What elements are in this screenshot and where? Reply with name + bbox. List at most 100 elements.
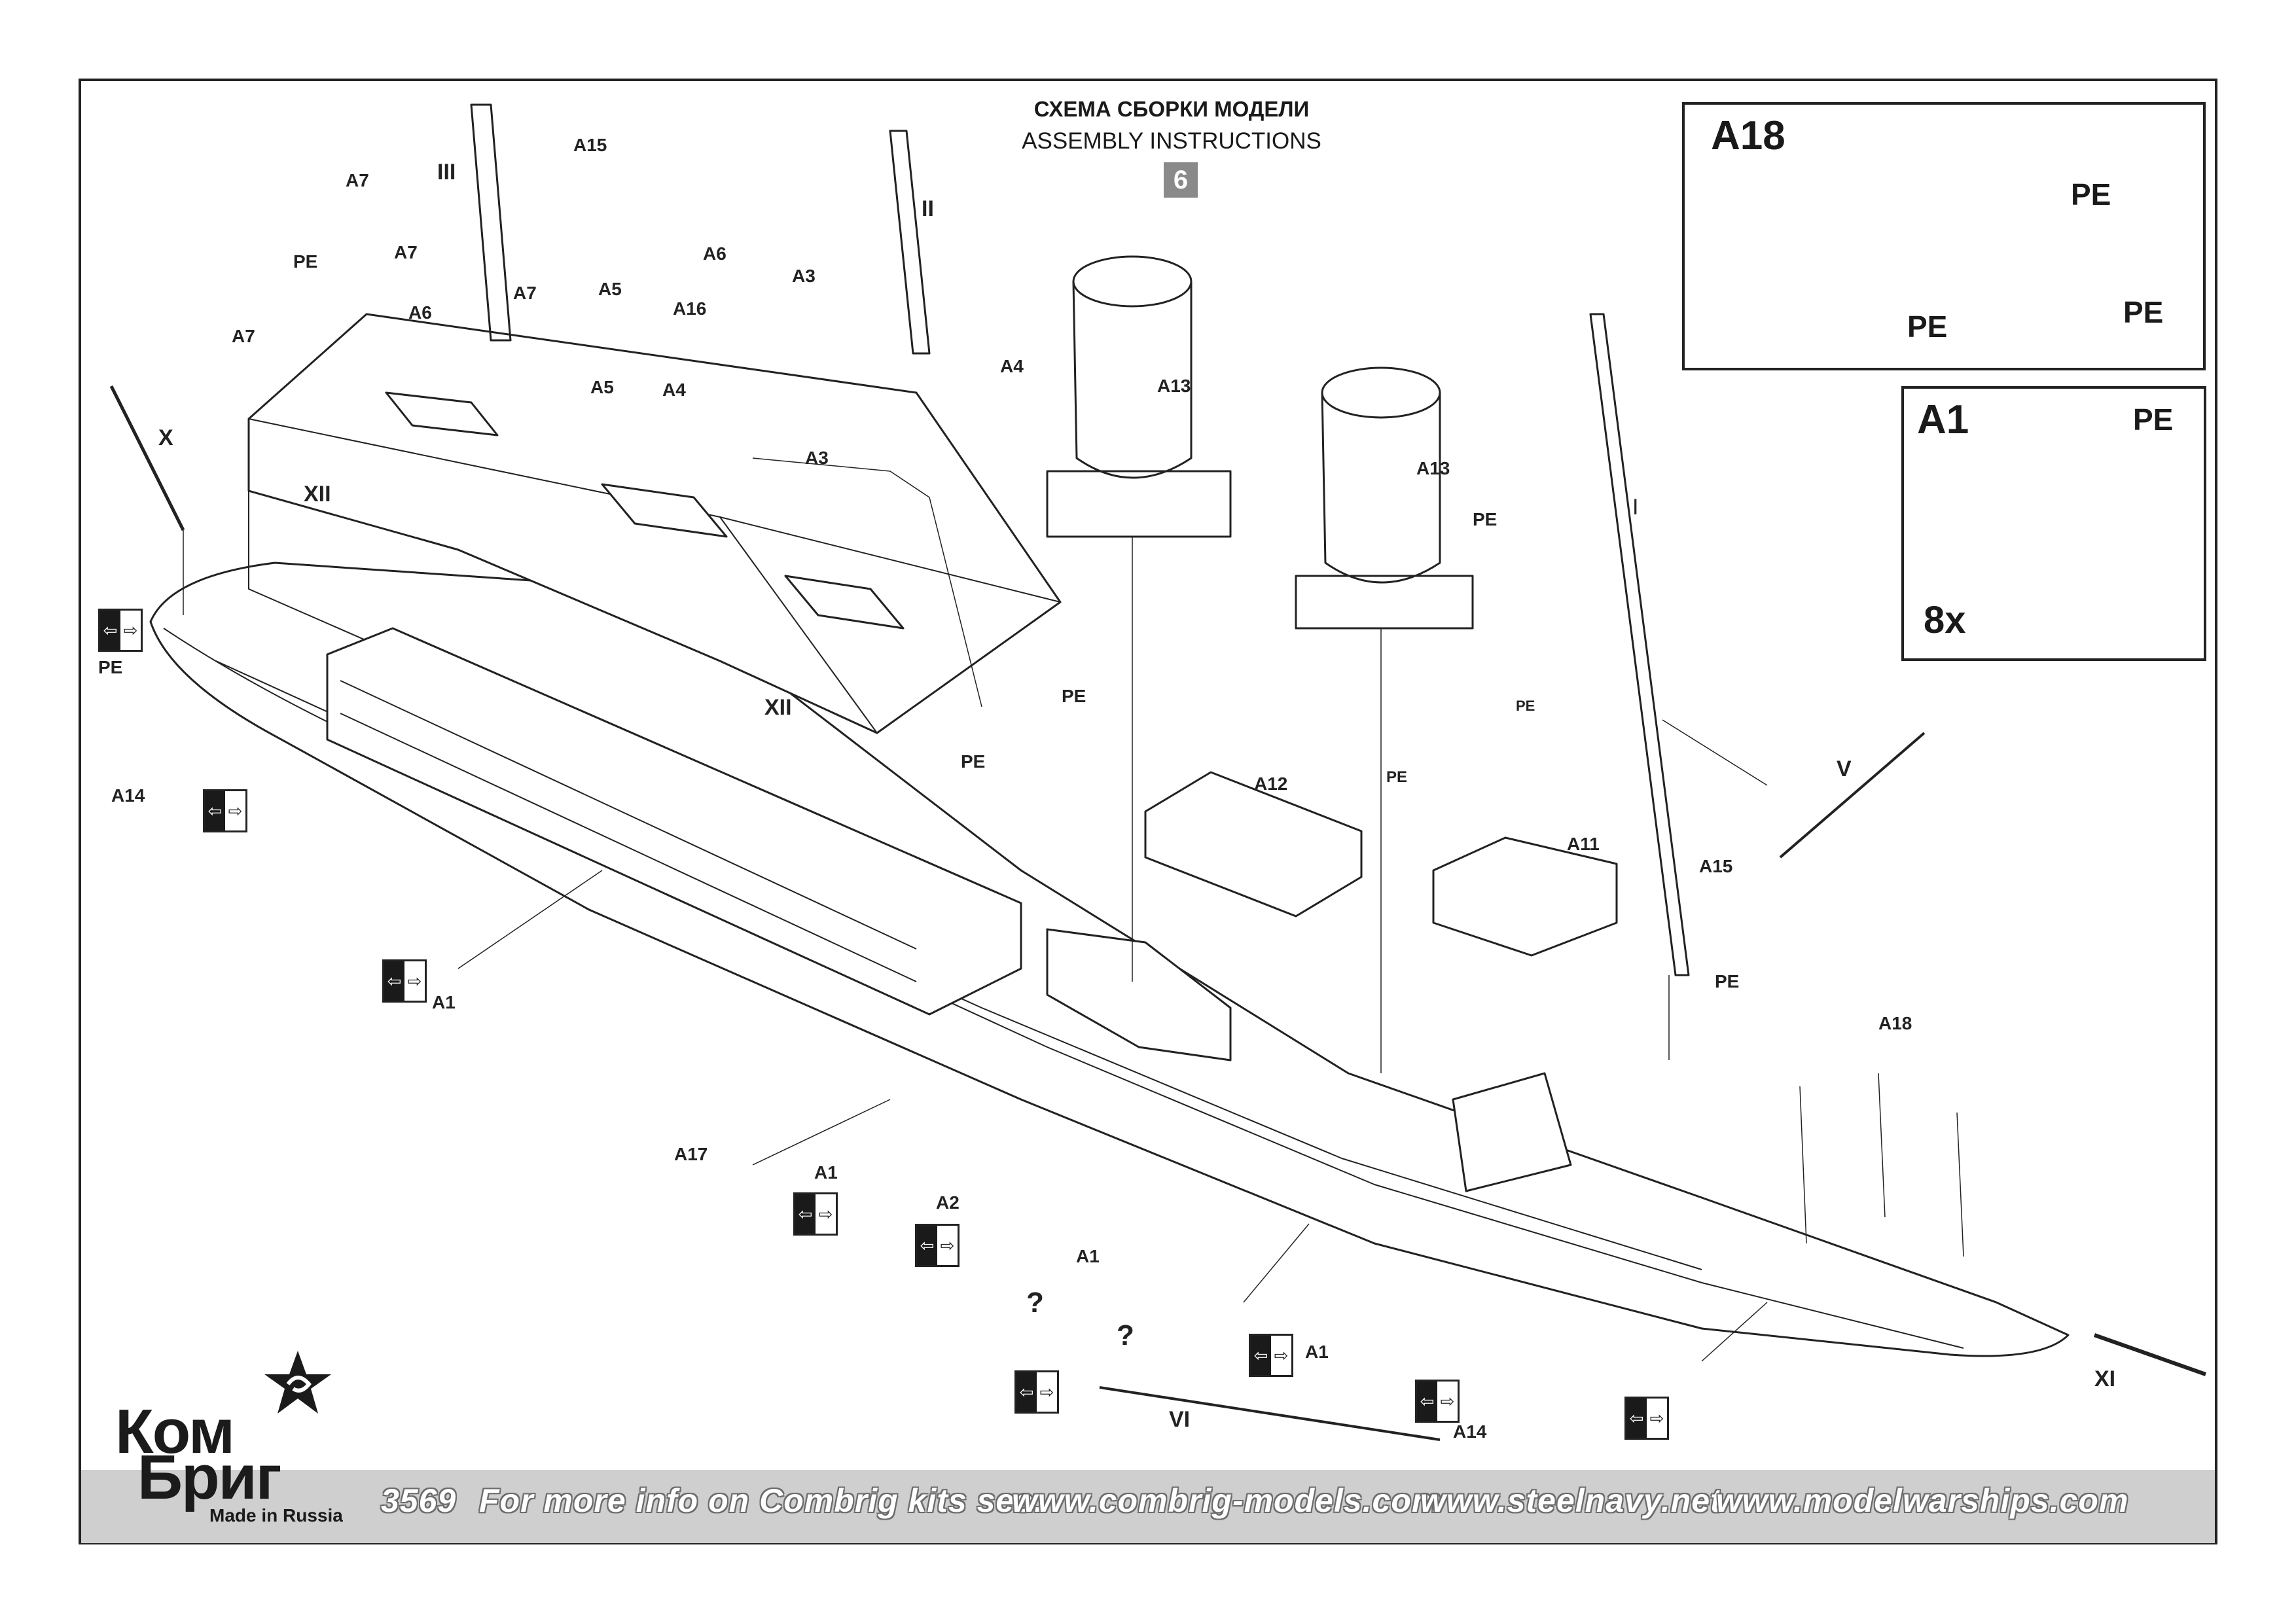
label-question-1: ? — [1026, 1287, 1044, 1319]
deckhouse — [326, 627, 1022, 1016]
label-a1-4: A1 — [1305, 1342, 1329, 1362]
footer-link-combrig[interactable]: www.combrig-models.com — [1012, 1482, 1442, 1519]
label-pe-funnel: PE — [1473, 509, 1498, 529]
mast-III — [470, 103, 512, 342]
label-pe-bow: PE — [98, 657, 123, 677]
label-a12: A12 — [1254, 774, 1288, 794]
label-a18-deck: A18 — [1878, 1013, 1912, 1033]
arrow-left-icon: ⇦ — [205, 791, 225, 830]
label-a3-2: A3 — [805, 448, 829, 468]
label-a7-2: A7 — [394, 242, 418, 262]
inset-a1-title: A1 — [1917, 397, 1969, 442]
star-logo-icon — [264, 1351, 331, 1414]
footer-link-modelwarships[interactable]: www.modelwarships.com — [1716, 1482, 2129, 1519]
logo-line-2: Бриг — [137, 1442, 282, 1512]
label-a14-left: A14 — [111, 785, 145, 806]
roman-XII-1: XII — [304, 482, 331, 507]
placement-icon: ⇦⇨ — [1415, 1380, 1460, 1423]
label-pe-ladder-mid1: PE — [1062, 686, 1086, 706]
inset-a1-pe: PE — [2133, 402, 2174, 437]
label-a4-2: A4 — [1000, 356, 1024, 376]
roman-XI: XI — [2094, 1366, 2116, 1391]
placement-icon: ⇦⇨ — [793, 1192, 838, 1236]
roman-I: I — [1632, 495, 1639, 520]
label-a15-top: A15 — [573, 135, 607, 155]
inset-a18-title: A18 — [1711, 113, 1785, 158]
label-a2: A2 — [936, 1192, 960, 1213]
arrow-right-icon: ⇨ — [123, 620, 138, 640]
footer-band — [81, 1470, 2215, 1543]
label-pe-bridge2: PE — [1386, 768, 1408, 786]
inset-a18: A18 PE PE PE — [1682, 102, 2206, 370]
arrow-left-icon: ⇦ — [1626, 1399, 1647, 1438]
hull-outline — [149, 562, 2070, 1357]
label-a3-1: A3 — [792, 266, 816, 286]
roman-III: III — [437, 160, 456, 185]
placement-icon: ⇦⇨ — [382, 959, 427, 1003]
mast-I — [1589, 313, 1690, 976]
roman-XII-2: XII — [764, 695, 792, 720]
arrow-left-icon: ⇦ — [1251, 1336, 1271, 1375]
arrow-left-icon: ⇦ — [795, 1194, 816, 1234]
arrow-right-icon: ⇨ — [1039, 1382, 1054, 1402]
placement-icon: ⇦⇨ — [1249, 1334, 1293, 1377]
label-a1-3: A1 — [1076, 1246, 1100, 1266]
label-a7-3: A7 — [513, 283, 537, 303]
arrow-left-icon: ⇦ — [1417, 1382, 1437, 1421]
label-a13-1: A13 — [1157, 376, 1191, 396]
funnel-forward — [1072, 281, 1193, 479]
logo-line-1: Ком — [115, 1397, 235, 1467]
arrow-right-icon: ⇨ — [940, 1236, 955, 1255]
inset-a18-pe-2: PE — [1907, 310, 1948, 344]
label-question-2: ? — [1117, 1319, 1134, 1351]
label-a5-2: A5 — [590, 377, 614, 397]
roman-VI: VI — [1169, 1407, 1191, 1432]
label-pe-ladder-mid2: PE — [961, 751, 986, 772]
arrow-right-icon: ⇨ — [1274, 1346, 1289, 1365]
label-a17: A17 — [674, 1144, 708, 1164]
label-a1-1: A1 — [432, 992, 456, 1012]
footer-link-steelnavy[interactable]: www.steelnavy.net — [1420, 1482, 1722, 1519]
logo-tagline: Made in Russia — [209, 1505, 343, 1525]
placement-icon: ⇦⇨ — [98, 609, 143, 652]
placement-icon: ⇦⇨ — [1624, 1397, 1669, 1440]
label-a7-4: A7 — [232, 326, 255, 346]
label-a7-1: A7 — [346, 170, 369, 190]
arrow-left-icon: ⇦ — [917, 1226, 937, 1265]
placement-icon: ⇦⇨ — [203, 789, 247, 832]
arrow-right-icon: ⇨ — [1440, 1391, 1455, 1411]
arrow-right-icon: ⇨ — [407, 971, 422, 991]
label-a1-2: A1 — [814, 1162, 838, 1183]
label-pe-right: PE — [1715, 971, 1740, 991]
label-a14-bottom: A14 — [1453, 1421, 1487, 1442]
arrow-right-icon: ⇨ — [228, 801, 243, 821]
label-a5-1: A5 — [598, 279, 622, 299]
funnel-aft — [1321, 392, 1441, 584]
arrow-right-icon: ⇨ — [818, 1204, 833, 1224]
mast-II — [889, 130, 931, 355]
label-a13-2: A13 — [1416, 458, 1450, 478]
step-number-badge: 6 — [1164, 162, 1198, 198]
roman-II: II — [922, 196, 934, 221]
label-pe-ladder-top: PE — [293, 251, 318, 272]
roman-X: X — [158, 425, 173, 450]
arrow-left-icon: ⇦ — [1016, 1372, 1037, 1412]
label-a11: A11 — [1567, 834, 1600, 854]
inset-a1: A1 PE 8x — [1901, 386, 2206, 661]
inset-a18-pe-3: PE — [2123, 295, 2164, 329]
label-a15-right: A15 — [1699, 856, 1733, 876]
page-frame — [79, 79, 2217, 1544]
label-a16: A16 — [673, 298, 707, 319]
label-a4-1: A4 — [662, 380, 686, 400]
roman-V: V — [1837, 757, 1852, 781]
placement-icon: ⇦⇨ — [1014, 1370, 1059, 1414]
footer-kit-number: 3569 — [381, 1482, 457, 1519]
inset-a18-pe-1: PE — [2071, 177, 2111, 211]
placement-icon: ⇦⇨ — [915, 1224, 960, 1267]
arrow-left-icon: ⇦ — [100, 611, 120, 650]
footer-info-text: For more info on Combrig kits see: — [479, 1482, 1045, 1519]
arrow-right-icon: ⇨ — [1649, 1408, 1664, 1428]
label-pe-bridge1: PE — [1516, 698, 1535, 714]
title-english: ASSEMBLY INSTRUCTIONS — [1022, 128, 1321, 154]
